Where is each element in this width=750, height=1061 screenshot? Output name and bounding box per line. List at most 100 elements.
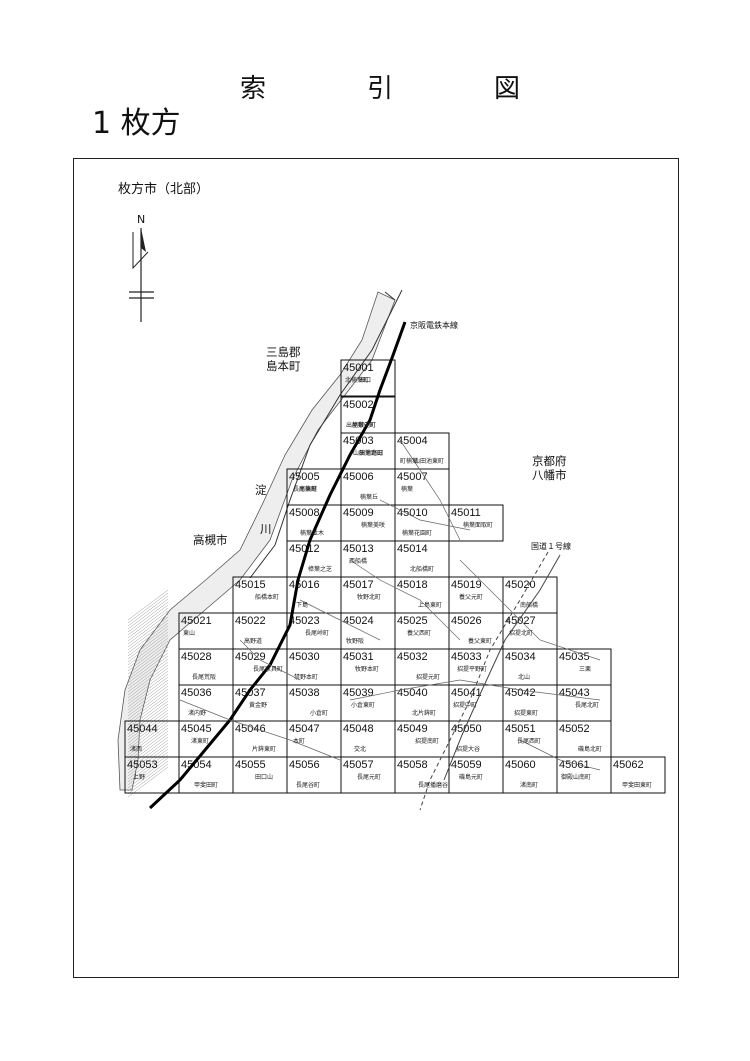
grid-cell-id: 45024 <box>343 615 374 627</box>
river-hatch <box>127 730 169 762</box>
place-name: 山田池東町 <box>414 457 444 465</box>
river-hatch <box>127 754 169 786</box>
place-name: 山田池北町 <box>353 449 383 457</box>
river-hatch <box>127 688 169 720</box>
river-hatch <box>127 616 169 648</box>
place-name: 小倉町 <box>310 709 328 717</box>
place-name: 長尾家具町 <box>253 665 283 673</box>
grid-cell <box>340 359 396 397</box>
place-name: 招提東町 <box>514 709 538 717</box>
title-char-1: 索 <box>240 74 267 104</box>
road <box>239 639 301 681</box>
grid-cell-id: 45023 <box>289 615 320 627</box>
region-kyoto: 京都府 八幡市 <box>532 454 567 482</box>
river-hatch <box>127 691 169 723</box>
grid-cell-id: 45030 <box>289 651 320 663</box>
place-name: 招提大谷 <box>456 745 480 753</box>
place-name: 本町 <box>293 737 305 745</box>
place-name: 養父元町 <box>459 593 483 601</box>
road <box>349 559 461 641</box>
river-hatch <box>127 628 169 660</box>
grid-cell-id: 45014 <box>397 543 428 555</box>
place-name: 北船橋町 <box>410 565 434 573</box>
grid-cell-id: 45059 <box>451 759 482 771</box>
river-hatch <box>127 589 169 621</box>
river-hatch <box>127 757 169 789</box>
river-hatch <box>127 658 169 690</box>
grid-cell-id: 45019 <box>451 579 482 591</box>
place-name: 上野 <box>133 773 145 781</box>
place-name: 渚南町 <box>520 781 538 789</box>
grid-cell-id: 45010 <box>397 507 428 519</box>
river-hatch <box>127 700 169 732</box>
river-hatch <box>127 712 169 744</box>
place-name: 甲斐田東町 <box>622 781 652 789</box>
river-hatch <box>127 763 169 795</box>
grid-cell-id: 45050 <box>451 723 482 735</box>
river-hatch <box>127 739 169 771</box>
road <box>349 679 601 701</box>
river-hatch <box>127 646 169 678</box>
river-hatch <box>127 637 169 669</box>
keihan-railway <box>148 321 407 810</box>
grid-cell-id: 45044 <box>127 723 158 735</box>
grid-cell-id: 45037 <box>235 687 266 699</box>
river-hatch <box>127 598 169 630</box>
region-takatsuki: 高槻市 <box>193 533 228 547</box>
place-name: 楠葉中町 <box>352 421 376 429</box>
place-name: 長尾荒阪 <box>192 673 216 681</box>
grid-cell-id: 45060 <box>505 759 536 771</box>
river-hatch <box>127 601 169 633</box>
river-bank <box>249 289 403 579</box>
grid-cell-id: 45006 <box>343 471 374 483</box>
river-hatch <box>127 643 169 675</box>
title-char-2: 引 <box>366 74 393 104</box>
grid-cell-id: 45043 <box>559 687 590 699</box>
railway-label: 京阪電鉄本線 <box>410 321 458 330</box>
grid-cell <box>448 504 504 542</box>
place-name: 長尾谷町 <box>296 781 320 789</box>
grid-cell-id: 45045 <box>181 723 212 735</box>
grid-cell-id: 45007 <box>397 471 428 483</box>
place-name: 樟葉之芝 <box>308 565 332 573</box>
river-hatch <box>127 718 169 750</box>
route-label: 国道１号線 <box>531 542 571 551</box>
north-label: N <box>137 213 146 226</box>
river-hatch <box>127 766 169 798</box>
grid-cell-id: 45013 <box>343 543 374 555</box>
grid-cell-id: 45058 <box>397 759 428 771</box>
place-name: 養父西町 <box>407 629 431 637</box>
title-char-3: 図 <box>493 74 520 104</box>
grid-cell-id: 45040 <box>397 687 428 699</box>
place-name: 北片鉾町 <box>412 709 436 717</box>
place-name: 楠葉並木 <box>300 529 324 537</box>
place-name: 長尾東町 <box>293 485 317 493</box>
river-hatch <box>127 607 169 639</box>
river-hatch <box>127 619 169 651</box>
river-hatch <box>127 595 169 627</box>
place-name: 小倉東町 <box>351 701 375 709</box>
grid-cell-id: 45015 <box>235 579 266 591</box>
grid-cell-id: 45053 <box>127 759 158 771</box>
river-hatch <box>127 622 169 654</box>
grid-cell-id: 45038 <box>289 687 320 699</box>
river-hatch <box>127 733 169 765</box>
grid-cell-id: 45057 <box>343 759 374 771</box>
place-name: 田口 <box>359 377 371 384</box>
river-hatch <box>127 727 169 759</box>
place-name: 出屋敷元町 <box>346 421 376 429</box>
river-hatch <box>127 685 169 717</box>
place-name: 牧野本町 <box>355 665 379 673</box>
river-hatch <box>127 679 169 711</box>
river-bank <box>384 291 396 301</box>
river-hatch <box>127 604 169 636</box>
place-name: 交北 <box>354 745 366 753</box>
grid-cell-id: 45052 <box>559 723 590 735</box>
place-name: 楠葉野田 <box>359 449 383 457</box>
place-name: 片鉾東町 <box>252 745 276 753</box>
place-name: 楠葉面取町 <box>463 521 493 529</box>
grid-cell-id: 45047 <box>289 723 320 735</box>
grid-cell-id: 45048 <box>343 723 374 735</box>
place-name: 長尾播磨谷 <box>418 781 448 789</box>
river-hatch <box>127 721 169 753</box>
